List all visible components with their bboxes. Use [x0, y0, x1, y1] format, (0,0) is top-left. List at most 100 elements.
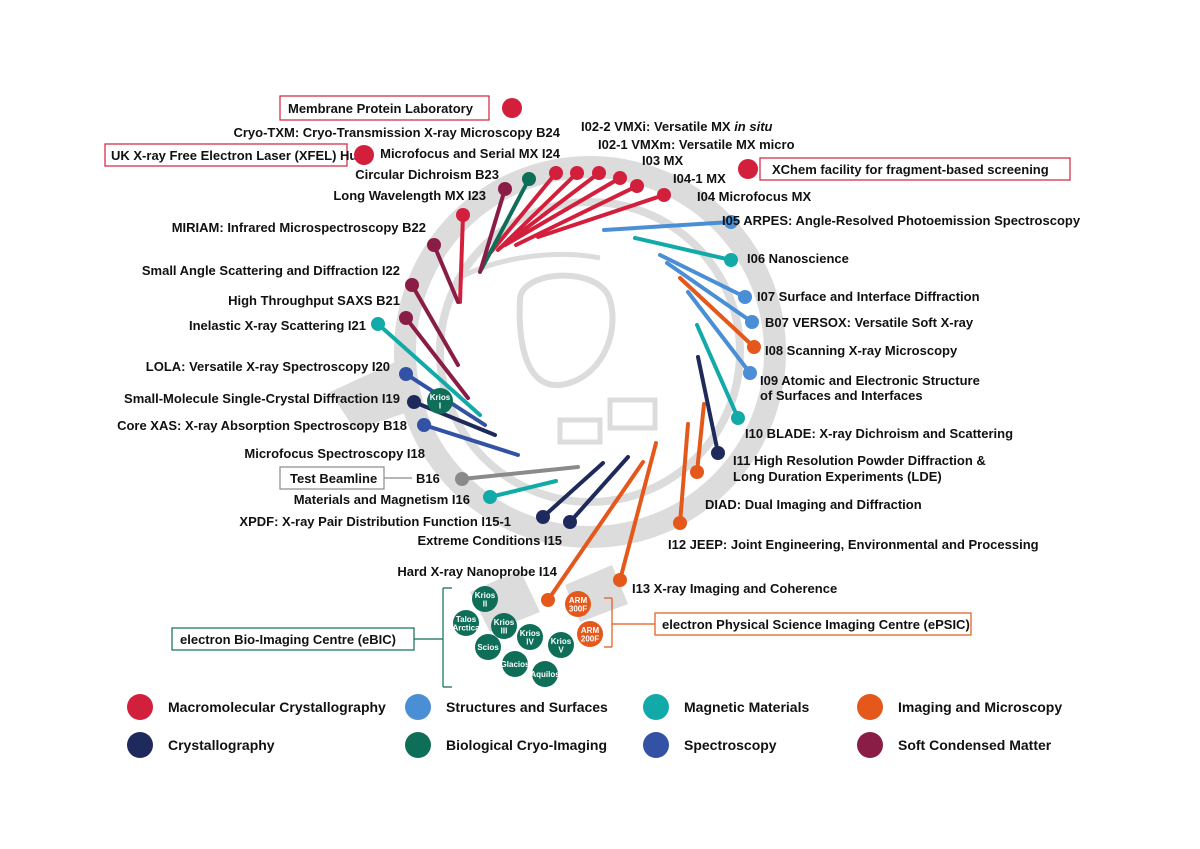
label-i15: Extreme Conditions I15: [418, 533, 562, 548]
epsic-microscope-0-circle: [565, 591, 591, 617]
beamline-dot-i13: [613, 573, 627, 587]
legend-swatch: [857, 732, 883, 758]
label-i04: I04 Microfocus MX: [697, 189, 811, 204]
beamline-dot-i16: [483, 490, 497, 504]
label-i09-line1: I09 Atomic and Electronic Structure: [760, 373, 980, 388]
ebic-microscope-3-text: Scios: [477, 643, 499, 652]
legend-swatch: [127, 732, 153, 758]
ebic-microscope-5: Glacios: [501, 651, 530, 677]
beamline-dot-i12: [673, 516, 687, 530]
epsic-microscope-1-text: ARM: [581, 626, 600, 635]
legend-label: Spectroscopy: [684, 737, 777, 753]
spoke-i14: [546, 460, 645, 602]
beamline-dot-i05: [724, 215, 738, 229]
beamline-dot-b18: [407, 395, 421, 409]
ebic-microscope-0-text: Krios: [475, 591, 496, 600]
box-connectors: [384, 477, 655, 688]
spoke-i13: [618, 441, 658, 582]
spoke-i15: [568, 455, 630, 524]
beamline-dot-i03: [613, 171, 627, 185]
beamline-dot-b21: [405, 278, 419, 292]
spoke-diad: [695, 402, 706, 474]
epsic-microscope-1-circle: [577, 621, 603, 647]
beamline-dot-i21: [399, 311, 413, 325]
spoke-b21: [410, 283, 460, 367]
beamline-labels: Cryo-TXM: Cryo-Transmission X-ray Micros…: [117, 119, 1081, 596]
beamline-dot-i15-1: [536, 510, 550, 524]
ebic-microscope-3: Scios: [475, 634, 501, 660]
spoke-i24: [489, 171, 558, 254]
label-b23: Circular Dichroism B23: [355, 167, 499, 182]
spoke-b16: [460, 465, 580, 481]
xfel-hub-dot: [354, 145, 374, 165]
beamline-dot-i07: [738, 290, 752, 304]
label-i15-1: XPDF: X-ray Pair Distribution Function I…: [239, 514, 511, 529]
xfel-hub-label: UK X-ray Free Electron Laser (XFEL) Hub: [111, 148, 365, 163]
label-i05: I05 ARPES: Angle-Resolved Photoemission …: [722, 213, 1081, 228]
inner-ring: [436, 198, 744, 506]
spoke-i04-1: [514, 184, 639, 247]
krios-i-bubble-text: Krios: [430, 393, 451, 402]
ebic-microscope-6-text: V: [558, 645, 564, 654]
label-i08: I08 Scanning X-ray Microscopy: [765, 343, 958, 358]
spoke-i05: [602, 220, 733, 232]
legend-item-magnetic: Magnetic Materials: [643, 694, 809, 720]
test-beamline-label: Test Beamline: [290, 471, 377, 486]
spoke-i04: [536, 193, 666, 239]
label-i09-line2: of Surfaces and Interfaces: [760, 388, 923, 403]
beamline-dot-i08: [747, 340, 761, 354]
epsic-label: electron Physical Science Imaging Centre…: [662, 617, 970, 632]
spoke-b18: [412, 400, 497, 437]
label-i07: I07 Surface and Interface Diffraction: [757, 289, 980, 304]
beamline-dot-i04-1: [630, 179, 644, 193]
beamline-dot-i22: [427, 238, 441, 252]
krios-i-bubble-circle: [427, 388, 453, 414]
booster-shape: [516, 272, 616, 389]
spoke-b23: [479, 177, 531, 272]
legend-label: Crystallography: [168, 737, 275, 753]
ebic-microscope-6-text: Krios: [551, 637, 572, 646]
spoke-i23: [478, 187, 507, 274]
label-i19: Small-Molecule Single-Crystal Diffractio…: [124, 391, 400, 406]
ring-building-b: [557, 417, 603, 445]
spoke-i09: [686, 290, 752, 375]
ebic-microscope-5-text: Glacios: [501, 660, 530, 669]
beamline-dot-i20: [371, 317, 385, 331]
label-i04-1: I04-1 MX: [673, 171, 726, 186]
xchem-label: XChem facility for fragment-based screen…: [772, 162, 1049, 177]
label-i22: Small Angle Scattering and Diffraction I…: [142, 263, 400, 278]
ebic-microscope-3-circle: [475, 634, 501, 660]
label-i21: Inelastic X-ray Scattering I21: [189, 318, 366, 333]
ebic-microscope-4-text: IV: [526, 637, 534, 646]
xchem-dot: [738, 159, 758, 179]
legend-item-soft_matter: Soft Condensed Matter: [857, 732, 1052, 758]
beamline-dot-i24: [549, 166, 563, 180]
spoke-i18: [422, 423, 520, 457]
xfel-hub-box: [104, 143, 348, 167]
beamline-dot-b23: [522, 172, 536, 186]
spoke-i20: [376, 322, 482, 417]
epsic-microscope-0-text: ARM: [569, 596, 588, 605]
beamline-dot-i18: [417, 418, 431, 432]
epsic-microscope-0-text: 300F: [569, 604, 587, 613]
beamline-spokes: [371, 166, 761, 607]
legend-swatch: [643, 732, 669, 758]
ebic-microscope-2-text: Krios: [494, 618, 515, 627]
legend-item-macromolecular: Macromolecular Crystallography: [127, 694, 386, 720]
membrane-protein-box: [279, 95, 490, 121]
label-i06: I06 Nanoscience: [747, 251, 849, 266]
ebic-microscope-2-circle: [491, 613, 517, 639]
ring-building-a: [607, 397, 658, 431]
spoke-i22: [432, 243, 460, 304]
spoke-i03: [503, 176, 622, 247]
ebic-microscope-2-text: III: [501, 626, 508, 635]
spoke-i15-1: [541, 461, 605, 519]
legend-label: Biological Cryo-Imaging: [446, 737, 607, 753]
label-i11-line2: Long Duration Experiments (LDE): [733, 469, 942, 484]
ebic-microscope-1-circle: [453, 610, 479, 636]
label-b16: B16: [416, 471, 440, 486]
